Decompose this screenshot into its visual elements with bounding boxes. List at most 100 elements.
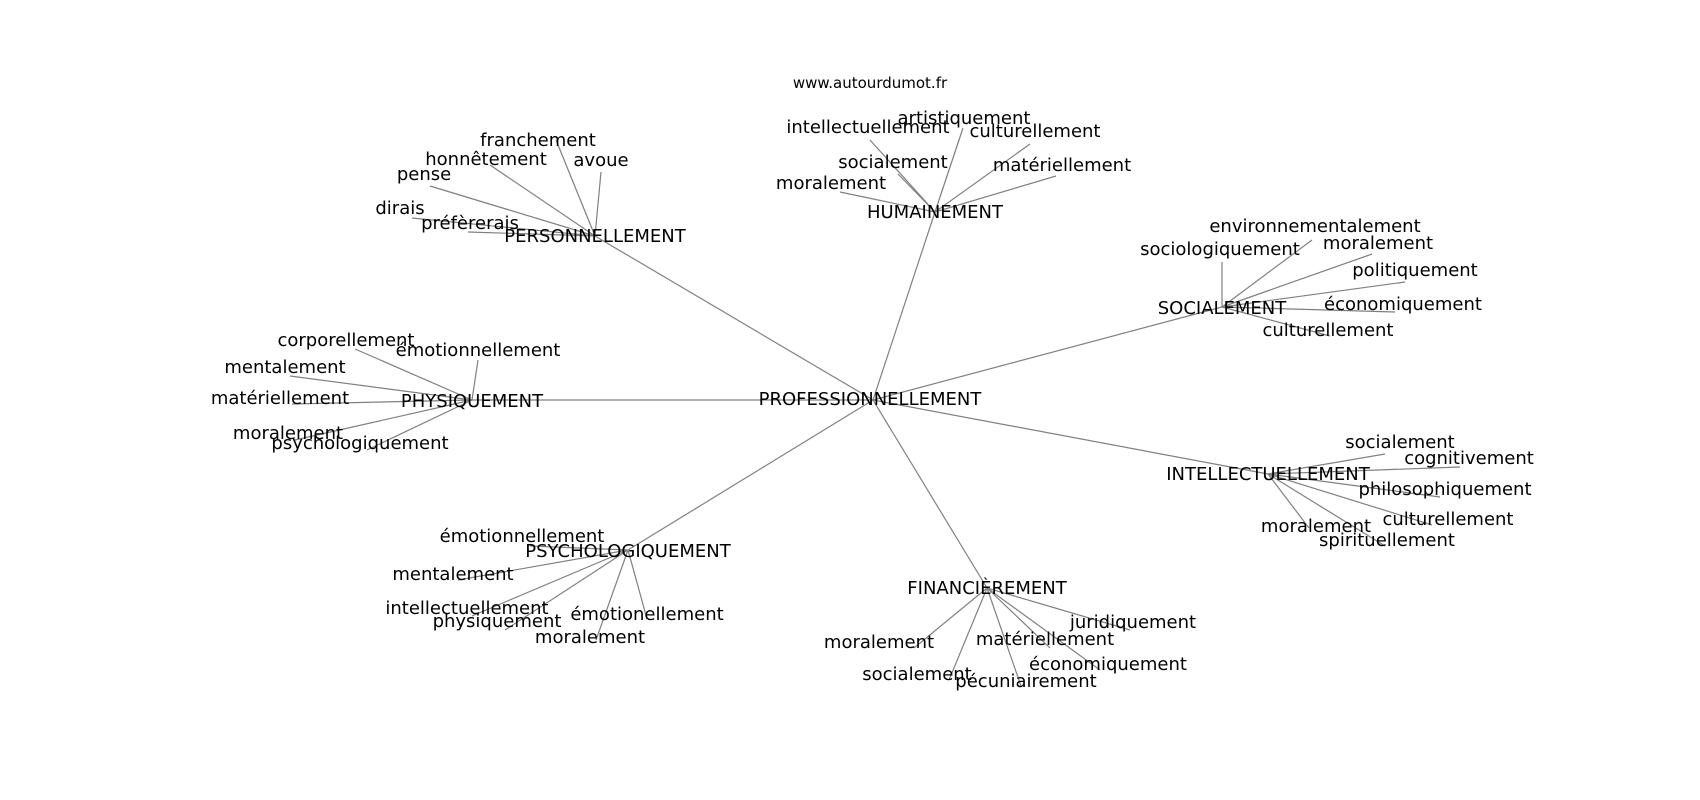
edge-humainement-leaf: [869, 139, 936, 213]
leaf-node[interactable]: culturellement: [1382, 509, 1513, 530]
edge-intellectuellement-leaf: [1267, 473, 1386, 547]
edge-socialement-leaf: [1221, 281, 1406, 308]
leaf-node[interactable]: socialement: [1345, 432, 1454, 453]
leaf-node[interactable]: sociologiquement: [1140, 239, 1300, 260]
leaf-node[interactable]: pécuniairement: [955, 671, 1096, 692]
edge-humainement-leaf: [934, 143, 1031, 213]
leaf-node[interactable]: moralement: [824, 632, 934, 653]
leaf-node[interactable]: corporellement: [278, 330, 415, 351]
leaf-node[interactable]: physiquement: [433, 611, 562, 632]
leaf-node[interactable]: moralement: [1323, 233, 1433, 254]
site-url: www.autourdumot.fr: [793, 74, 948, 92]
edge-socialement-leaf: [1221, 239, 1313, 308]
leaf-node[interactable]: moralement: [233, 423, 343, 444]
edge-psychologiquement-leaf: [471, 549, 629, 617]
edge-root-personnellement: [594, 235, 874, 401]
edge-humainement-leaf: [897, 173, 936, 213]
leaf-node[interactable]: moralement: [776, 173, 886, 194]
edge-root-financierement: [872, 399, 988, 589]
leaf-node[interactable]: cognitivement: [1404, 448, 1534, 469]
edge-intellectuellement-leaf: [1267, 473, 1433, 526]
edge-physiquement-leaf: [291, 399, 473, 405]
leaf-node[interactable]: préfèrerais: [421, 213, 519, 234]
leaf-node[interactable]: honnêtement: [425, 149, 547, 170]
edges-layer: [289, 127, 1461, 687]
leaf-node[interactable]: économiquement: [1324, 294, 1482, 315]
hub-node-humainement[interactable]: HUMAINEMENT: [867, 202, 1004, 223]
leaf-node[interactable]: franchement: [480, 130, 596, 151]
edge-humainement-leaf: [934, 127, 964, 213]
leaf-node[interactable]: moralement: [1261, 516, 1371, 537]
hub-node-socialement[interactable]: SOCIALEMENT: [1158, 298, 1288, 319]
edge-financierement-leaf: [986, 587, 1022, 687]
leaf-node[interactable]: socialement: [862, 664, 971, 685]
edge-personnellement-leaf: [489, 164, 596, 237]
edge-physiquement-leaf: [289, 375, 473, 401]
leaf-node[interactable]: spirituellement: [1319, 530, 1455, 551]
edge-socialement-leaf: [1221, 253, 1373, 308]
edge-psychologiquement-leaf: [529, 545, 629, 551]
leaf-node[interactable]: mentalement: [224, 357, 345, 378]
leaf-node[interactable]: culturellement: [969, 121, 1100, 142]
edge-intellectuellement-leaf: [1267, 473, 1441, 498]
edge-physiquement-leaf: [294, 399, 473, 441]
edge-personnellement-leaf: [555, 139, 596, 237]
edge-humainement-leaf: [839, 191, 936, 213]
edge-root-intellectuellement: [872, 399, 1269, 475]
leaf-node[interactable]: matériellement: [211, 388, 349, 409]
leaf-node[interactable]: moralement: [535, 627, 645, 648]
edge-root-psychologiquement: [627, 399, 874, 551]
edge-physiquement-leaf: [471, 359, 479, 401]
edge-financierement-leaf: [986, 587, 1131, 631]
leaf-node[interactable]: dirais: [375, 198, 424, 219]
edge-physiquement-leaf: [366, 399, 473, 451]
edge-financierement-leaf: [948, 587, 988, 681]
leaf-node[interactable]: matériellement: [976, 629, 1114, 650]
hub-node-psychologiquement[interactable]: PSYCHOLOGIQUEMENT: [525, 541, 731, 562]
labels-layer: www.autourdumot.fr PROFESSIONNELLEMENT f…: [211, 74, 1534, 692]
leaf-node[interactable]: matériellement: [993, 155, 1131, 176]
leaf-node[interactable]: avoue: [573, 150, 628, 171]
edge-root-socialement: [872, 306, 1223, 401]
edge-intellectuellement-leaf: [1267, 453, 1386, 475]
edge-personnellement-leaf: [429, 185, 596, 237]
edge-humainement-leaf: [934, 175, 1057, 213]
edge-socialement-leaf: [1221, 306, 1331, 337]
leaf-node[interactable]: socialement: [838, 152, 947, 173]
edge-psychologiquement-leaf: [457, 549, 629, 581]
edge-psychologiquement-leaf: [595, 549, 629, 641]
hub-node-physiquement[interactable]: PHYSIQUEMENT: [401, 391, 544, 412]
leaf-node[interactable]: pense: [397, 164, 451, 185]
leaf-node[interactable]: philosophiquement: [1358, 479, 1531, 500]
leaf-node[interactable]: politiquement: [1352, 260, 1477, 281]
leaf-node[interactable]: artistiquement: [898, 108, 1031, 129]
hub-node-intellectuellement[interactable]: INTELLECTUELLEMENT: [1166, 464, 1370, 485]
edge-personnellement-leaf: [411, 217, 596, 237]
leaf-node[interactable]: juridiquement: [1069, 612, 1196, 633]
edge-financierement-leaf: [986, 587, 1051, 649]
edge-socialement-leaf: [1221, 306, 1396, 313]
leaf-node[interactable]: émotionnellement: [396, 340, 561, 361]
root-node[interactable]: PROFESSIONNELLEMENT: [759, 389, 983, 410]
leaf-node[interactable]: intellectuellement: [385, 598, 548, 619]
edge-personnellement-leaf: [594, 171, 602, 237]
leaf-node[interactable]: psychologiquement: [271, 433, 448, 454]
leaf-node[interactable]: émotionnellement: [440, 526, 605, 547]
hub-node-financierement[interactable]: FINANCIÈREMENT: [907, 577, 1067, 599]
leaf-node[interactable]: culturellement: [1262, 320, 1393, 341]
leaf-node[interactable]: mentalement: [392, 564, 513, 585]
leaf-node[interactable]: émotionellement: [570, 604, 723, 625]
edge-financierement-leaf: [986, 587, 1101, 671]
leaf-node[interactable]: intellectuellement: [786, 117, 949, 138]
hub-node-personnellement[interactable]: PERSONNELLEMENT: [504, 226, 686, 247]
edge-financierement-leaf: [913, 587, 988, 649]
edge-physiquement-leaf: [354, 348, 473, 401]
edge-personnellement-leaf: [467, 231, 596, 237]
edge-intellectuellement-leaf: [1267, 466, 1461, 475]
leaf-node[interactable]: environnementalement: [1209, 216, 1420, 237]
edge-psychologiquement-leaf: [627, 549, 648, 620]
edge-psychologiquement-leaf: [504, 549, 629, 631]
leaf-node[interactable]: économiquement: [1029, 654, 1187, 675]
